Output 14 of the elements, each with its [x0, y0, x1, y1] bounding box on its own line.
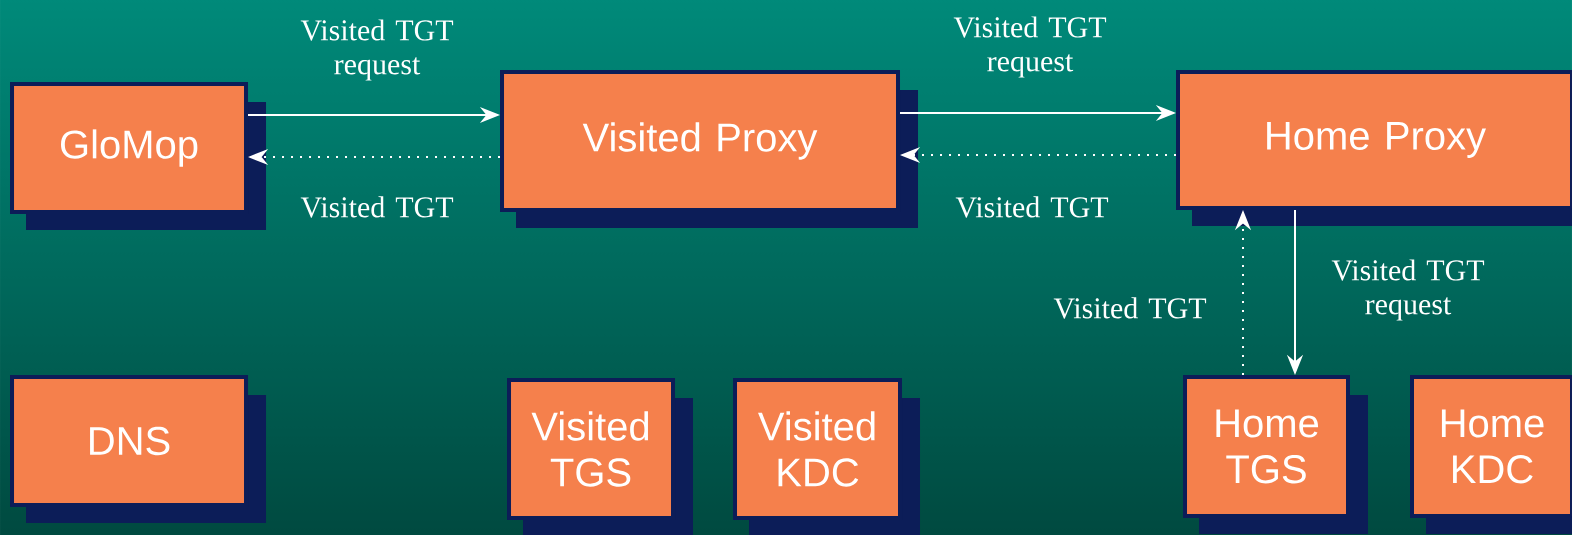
- edge-label: Visited TGT request: [953, 16, 1107, 78]
- edge-label: Visited TGT request: [1331, 259, 1485, 321]
- process-box: Home TGS: [1183, 375, 1368, 534]
- edge-label: Visited TGT: [1053, 297, 1207, 319]
- process-box: Visited KDC: [733, 378, 920, 535]
- edge-label: Visited TGT request: [300, 19, 454, 81]
- process-box: DNS: [10, 375, 266, 523]
- process-box: GloMop: [10, 82, 266, 230]
- process-box: Home KDC: [1410, 375, 1572, 534]
- process-box: Home Proxy: [1176, 70, 1572, 226]
- edge-label: Visited TGT: [955, 196, 1109, 218]
- edge-label: Visited TGT: [300, 196, 454, 218]
- process-box: Visited Proxy: [500, 70, 918, 228]
- process-box: Visited TGS: [507, 378, 693, 535]
